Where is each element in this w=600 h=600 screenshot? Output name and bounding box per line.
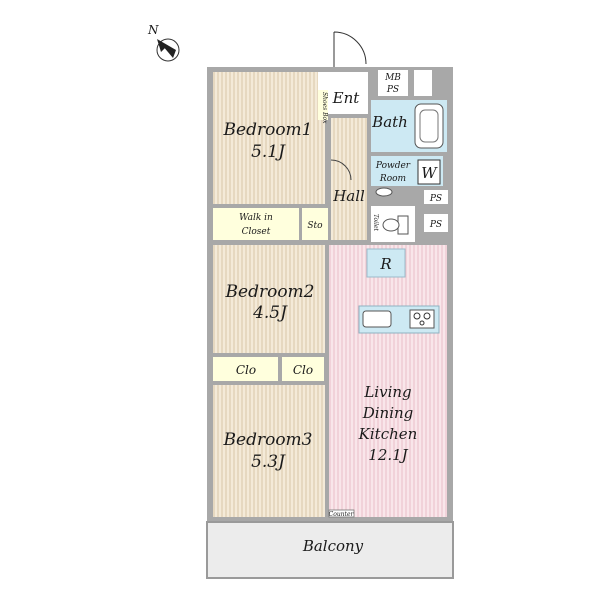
closet-left xyxy=(213,357,278,381)
ldk-label-2: Dining xyxy=(362,404,414,422)
bedroom1-name: Bedroom1 xyxy=(223,120,313,140)
shaft-top-right xyxy=(414,70,432,96)
storage xyxy=(302,208,328,240)
hall-label: Hall xyxy=(332,187,365,205)
bedroom3-name: Bedroom3 xyxy=(223,430,313,450)
mb-ps-shaft xyxy=(378,70,408,96)
ps-shaft-2 xyxy=(424,214,448,232)
stove-icon xyxy=(409,309,435,329)
powder-room-label-1: Powder xyxy=(375,161,411,171)
washer-label: W xyxy=(421,164,438,182)
bedroom1 xyxy=(213,72,325,204)
ps-top-label: PS xyxy=(386,85,399,95)
ldk-label-3: Kitchen xyxy=(358,425,418,443)
living-dining-kitchen xyxy=(329,245,447,517)
kitchen-sink-icon xyxy=(362,310,392,328)
bedroom2 xyxy=(213,245,325,353)
storage-label: Sto xyxy=(307,221,323,231)
entrance-label: Ent xyxy=(332,89,361,107)
walk-in-closet-label-1: Walk in xyxy=(239,213,273,223)
bathtub-icon xyxy=(414,103,444,149)
toilet-label: Toilet xyxy=(372,214,379,232)
walk-in-closet xyxy=(213,208,299,240)
compass-north-label: N xyxy=(147,23,159,37)
counter-label: Counter xyxy=(329,511,355,518)
bedroom3 xyxy=(213,385,325,517)
sink-icon xyxy=(375,187,393,197)
compass: N xyxy=(147,23,180,62)
closet-right xyxy=(282,357,324,381)
ps-shaft-1 xyxy=(424,190,448,204)
entrance-door xyxy=(333,31,367,67)
compass-ring xyxy=(156,38,180,62)
bedroom2-name: Bedroom2 xyxy=(225,282,315,302)
shoe-box-label: Shoes Box xyxy=(321,92,328,124)
balcony-label: Balcony xyxy=(302,537,364,555)
hall xyxy=(331,118,367,240)
bedroom1-size: 5.1J xyxy=(251,142,286,162)
ldk-size: 12.1J xyxy=(368,446,408,464)
bedroom3-size: 5.3J xyxy=(251,452,286,472)
closet-right-label: Clo xyxy=(293,363,313,377)
balcony xyxy=(206,521,454,579)
powder-room-label-2: Room xyxy=(379,174,406,184)
toilet-bowl-icon xyxy=(382,218,400,232)
shoe-box xyxy=(318,90,328,120)
mb-label: MB xyxy=(384,73,401,83)
fridge-space xyxy=(366,248,406,278)
fridge-label: R xyxy=(379,255,391,273)
ps-2-label: PS xyxy=(429,220,442,230)
counter xyxy=(328,509,355,518)
washer-space xyxy=(417,159,441,185)
walk-in-closet-label-2: Closet xyxy=(242,227,271,237)
ldk-label-1: Living xyxy=(363,383,411,401)
bedroom2-size: 4.5J xyxy=(252,303,288,323)
bath-label: Bath xyxy=(371,113,408,131)
hall-door-swing xyxy=(330,159,352,181)
closet-left-label: Clo xyxy=(236,363,256,377)
ps-1-label: PS xyxy=(429,194,442,204)
